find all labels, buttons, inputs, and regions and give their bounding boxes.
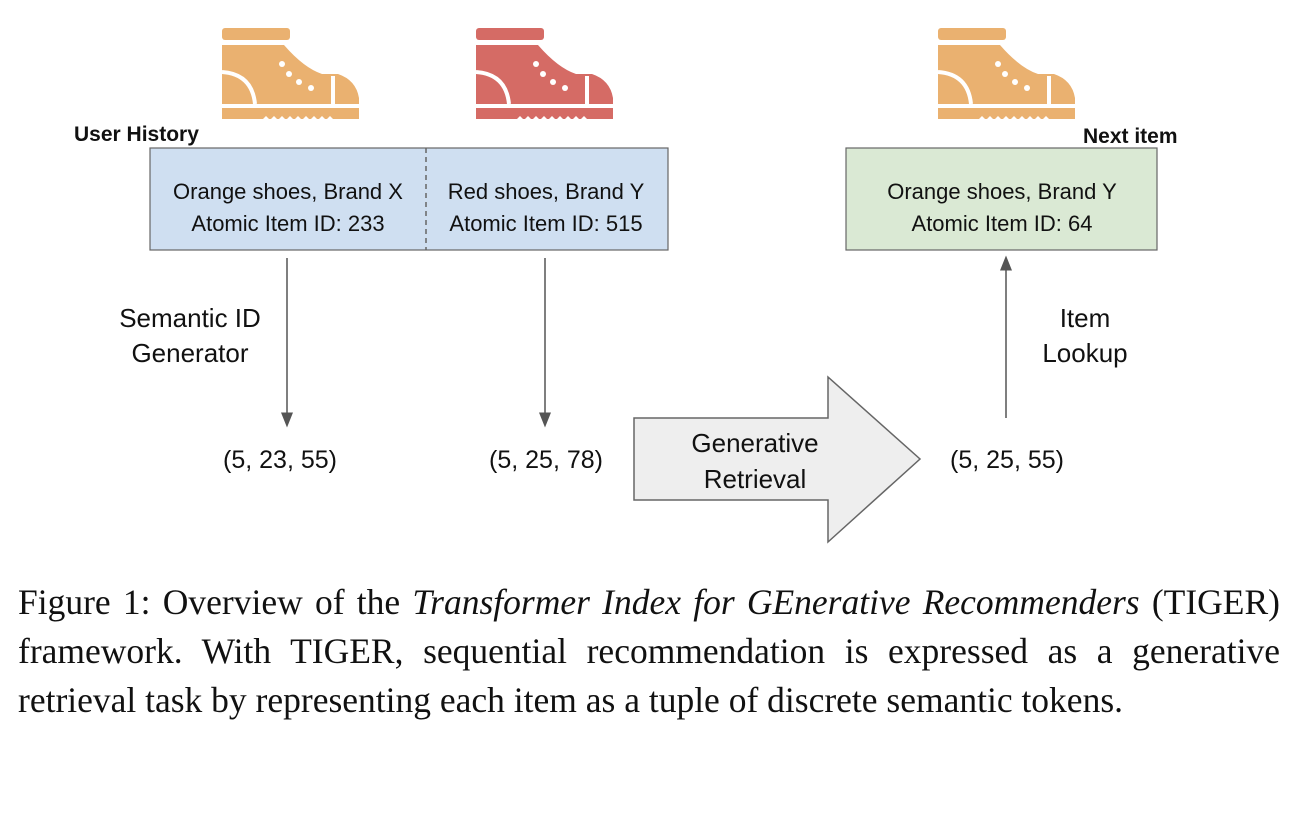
item-lookup-line1: Item <box>1060 303 1111 333</box>
next-item-title: Orange shoes, Brand Y <box>887 179 1117 204</box>
next-item-box <box>845 147 1158 251</box>
semantic-id-2: (5, 25, 78) <box>489 446 603 474</box>
history-item-1-id: Atomic Item ID: 233 <box>191 211 384 236</box>
history-item-2-title: Red shoes, Brand Y <box>448 179 645 204</box>
generative-retrieval-line1: Generative <box>691 428 818 458</box>
next-item-label: Next item <box>1083 125 1178 148</box>
tiger-diagram: User History Next item Orange shoes, Bra… <box>74 28 1178 544</box>
shoe-icon-red-history <box>476 28 615 120</box>
history-item-1-title: Orange shoes, Brand X <box>173 179 403 204</box>
semantic-id-generator-line1: Semantic ID <box>119 303 261 333</box>
figure-label: Figure 1: <box>18 582 151 622</box>
semantic-id-1: (5, 23, 55) <box>223 446 337 474</box>
shoe-icon-orange-history <box>222 28 361 120</box>
caption-italic-title: Transformer Index for GEnerative Recomme… <box>412 582 1140 622</box>
generative-retrieval-arrow <box>633 375 922 544</box>
shoe-icon-orange-next <box>938 28 1077 120</box>
generative-retrieval-line2: Retrieval <box>704 464 807 494</box>
next-item-id: Atomic Item ID: 64 <box>912 211 1093 236</box>
semantic-id-generator-line2: Generator <box>131 338 248 368</box>
user-history-box <box>149 147 669 251</box>
figure-caption: Figure 1: Overview of the Transformer In… <box>18 578 1280 725</box>
semantic-id-next: (5, 25, 55) <box>950 446 1064 474</box>
item-lookup-line2: Lookup <box>1042 338 1127 368</box>
caption-text-2: (TIGER) framework. With TIGER, sequentia… <box>18 582 1280 720</box>
user-history-label: User History <box>74 123 199 146</box>
caption-text-1: Overview of the <box>150 582 413 622</box>
history-item-2-id: Atomic Item ID: 515 <box>449 211 642 236</box>
